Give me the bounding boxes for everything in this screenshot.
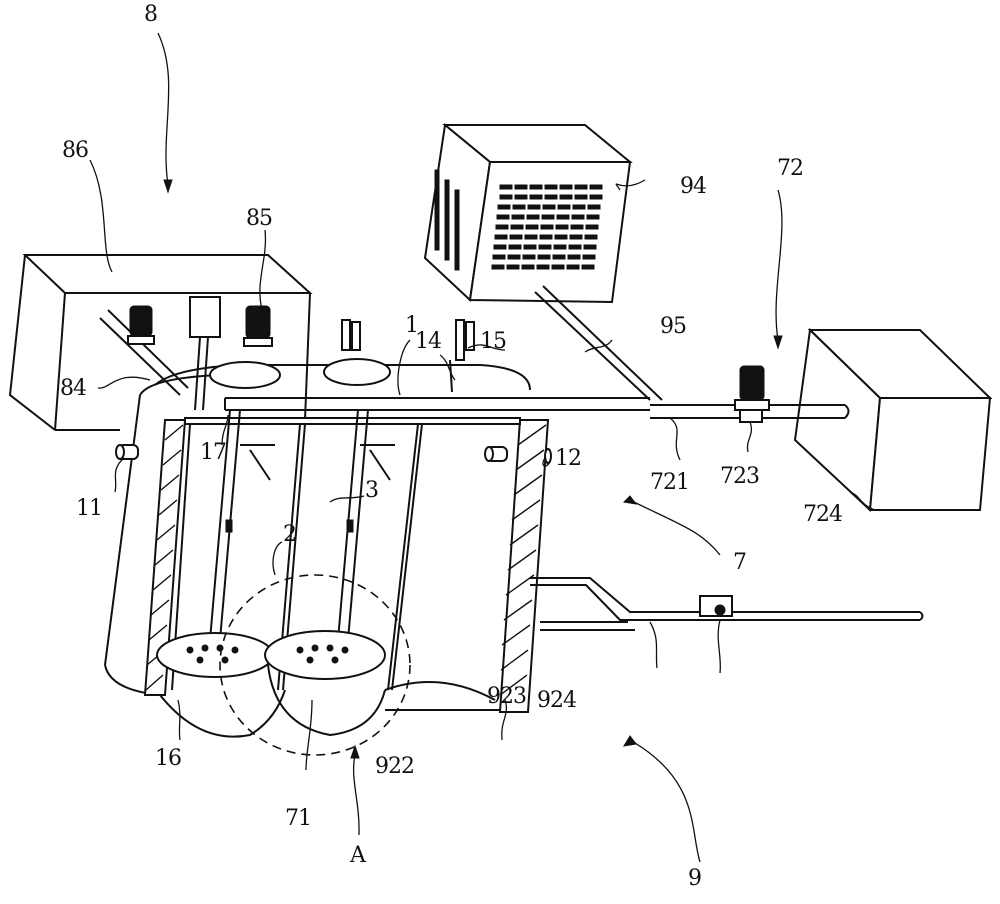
handwheel-2 bbox=[324, 320, 390, 385]
label-84: 84 bbox=[60, 378, 86, 400]
label-11: 11 bbox=[76, 498, 102, 520]
cooler-unit-94 bbox=[425, 125, 630, 302]
label-922: 922 bbox=[375, 756, 414, 778]
label-14: 14 bbox=[415, 331, 441, 353]
pipe-95 bbox=[535, 286, 662, 400]
label-8: 8 bbox=[144, 4, 157, 26]
valve-14-15 bbox=[450, 320, 474, 392]
label-7: 7 bbox=[733, 552, 746, 574]
inlet-pipe-11 bbox=[116, 445, 138, 459]
tank-box-724 bbox=[795, 330, 990, 510]
label-2: 2 bbox=[283, 524, 296, 546]
label-12: 12 bbox=[555, 448, 581, 470]
label-95: 95 bbox=[660, 316, 686, 338]
label-94: 94 bbox=[680, 176, 706, 198]
label-724: 724 bbox=[803, 504, 842, 526]
label-17: 17 bbox=[200, 442, 226, 464]
label-924: 924 bbox=[537, 690, 576, 712]
label-15: 15 bbox=[480, 331, 506, 353]
label-85: 85 bbox=[246, 208, 272, 230]
label-9: 9 bbox=[688, 868, 701, 890]
label-72: 72 bbox=[777, 158, 803, 180]
label-71: 71 bbox=[285, 808, 311, 830]
valve-723 bbox=[735, 366, 769, 422]
label-723: 723 bbox=[720, 466, 759, 488]
motor-85 bbox=[190, 297, 280, 410]
label-923: 923 bbox=[487, 686, 526, 708]
label-86: 86 bbox=[62, 140, 88, 162]
label-3: 3 bbox=[365, 480, 378, 502]
label-16: 16 bbox=[155, 748, 181, 770]
label-A: A bbox=[350, 845, 365, 867]
label-721: 721 bbox=[650, 472, 689, 494]
valve-924 bbox=[700, 596, 732, 616]
